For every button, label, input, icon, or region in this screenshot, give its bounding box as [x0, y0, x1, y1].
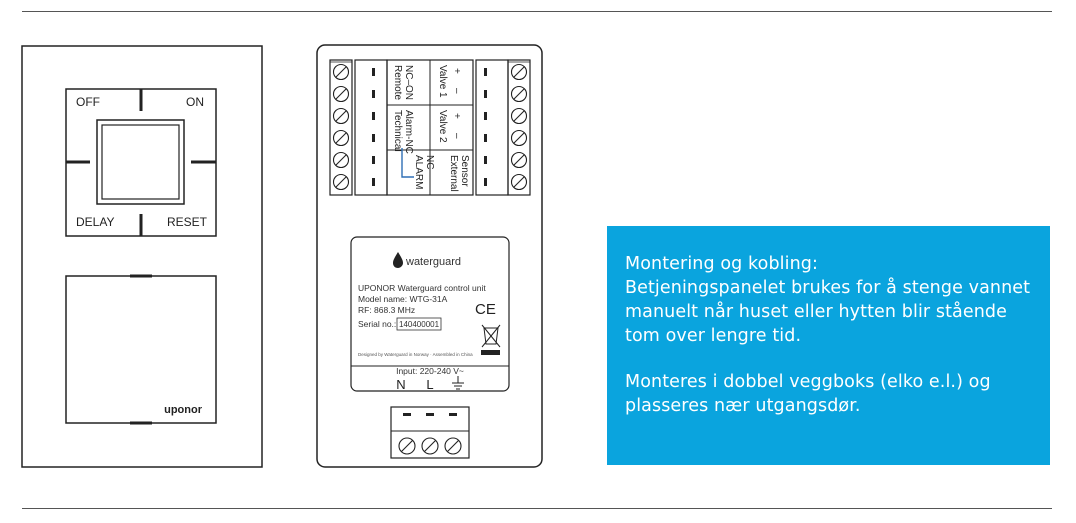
control-unit-drawing: Remote NC–ON Technical Alarm-NC ALARM NC… [316, 44, 543, 468]
bottom-divider [22, 508, 1052, 509]
terminal-pin [426, 413, 434, 416]
plate-input: Input: 220-240 V~ [396, 366, 464, 376]
plate-footer: Designed by Waterguard in Norway · Assem… [358, 352, 473, 357]
terminal-pin [484, 156, 487, 164]
ce-mark: CE [475, 301, 496, 318]
info-text-1: Betjeningspanelet brukes for å stenge va… [625, 277, 1031, 346]
terminal-pin [372, 156, 375, 164]
plate-n: N [396, 377, 405, 392]
label-remote: Remote [392, 65, 403, 100]
label-valve2-plus: + [451, 113, 462, 119]
label-delay: DELAY [76, 215, 114, 229]
label-external: External [448, 155, 459, 192]
label-on: ON [186, 95, 204, 109]
control-panel-drawing: OFF ON DELAY RESET uponor [21, 45, 263, 468]
label-plate [350, 236, 510, 392]
label-nc-on: NC–ON [403, 65, 414, 100]
serial-box [396, 317, 442, 331]
info-text-2: Monteres i dobbel veggboks (elko e.l.) o… [625, 371, 991, 416]
label-alarm: ALARM [413, 155, 424, 189]
terminal-pin [403, 413, 411, 416]
info-heading: Montering og kobling: [625, 254, 818, 274]
bridge-wire [401, 148, 414, 178]
plate-rf: RF: 868.3 MHz [358, 305, 415, 315]
terminal-pin [484, 134, 487, 142]
plate-serial-value: 140400001 [399, 320, 440, 329]
terminal-pin [484, 178, 487, 186]
label-valve2: Valve 2 [437, 110, 448, 143]
terminal-pin [372, 134, 375, 142]
plate-serial-label: Serial no.: [358, 319, 396, 329]
ground-icon [452, 376, 464, 390]
terminal-pin [484, 112, 487, 120]
plate-l: L [426, 377, 433, 392]
brand-logo: uponor [164, 404, 203, 416]
top-divider [22, 11, 1052, 12]
label-valve2-minus: – [451, 133, 462, 139]
panel-frame [21, 45, 263, 468]
label-valve1-plus: + [451, 68, 462, 74]
label-off: OFF [76, 95, 100, 109]
terminal-block-left [329, 59, 353, 196]
power-terminal-screws [398, 437, 462, 455]
label-sensor: Sensor [459, 155, 470, 187]
terminal-pin [484, 90, 487, 98]
terminal-block-right [507, 59, 531, 196]
plate-product: UPONOR Waterguard control unit [358, 283, 486, 293]
terminal-screws-left [332, 63, 350, 191]
label-valve1: Valve 1 [437, 65, 448, 98]
switch-button-inner [101, 124, 180, 200]
label-alarm-nc: Alarm-NC [403, 110, 414, 154]
weee-bin-icon [481, 324, 501, 355]
info-box: Montering og kobling: Betjeningspanelet … [607, 226, 1050, 465]
terminal-pin [372, 68, 375, 76]
terminal-screws-right [510, 63, 528, 191]
label-nc: NC [424, 155, 435, 169]
label-valve1-minus: – [451, 88, 462, 94]
waterguard-drop-icon [393, 252, 403, 268]
switch-button-outer [96, 119, 185, 205]
terminal-pin [484, 68, 487, 76]
terminal-pin [372, 90, 375, 98]
waterguard-logo-text: waterguard [405, 256, 461, 268]
terminal-pin [449, 413, 457, 416]
label-reset: RESET [167, 215, 208, 229]
terminal-pin [372, 112, 375, 120]
plate-model: Model name: WTG-31A [358, 294, 448, 304]
terminal-pin [372, 178, 375, 186]
label-technical: Technical [392, 110, 403, 152]
